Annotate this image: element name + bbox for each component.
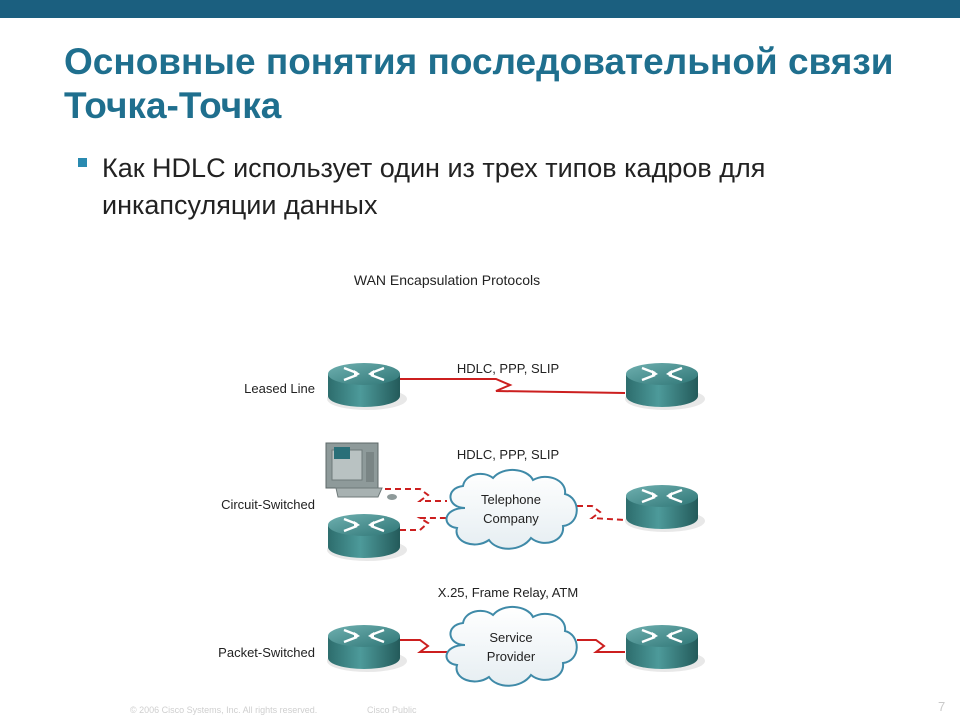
router-icon	[325, 361, 409, 412]
router-icon	[623, 483, 707, 534]
footer-copyright: © 2006 Cisco Systems, Inc. All rights re…	[130, 705, 318, 715]
protocols-packet-switched: X.25, Frame Relay, ATM	[438, 585, 578, 600]
cloud-label-telephone: Telephone	[481, 492, 541, 507]
router-icon	[325, 512, 409, 563]
protocols-circuit-switched: HDLC, PPP, SLIP	[457, 447, 559, 462]
row-label-circuit-switched: Circuit-Switched	[221, 497, 315, 512]
cloud-icon	[445, 468, 578, 550]
top-accent-bar	[0, 0, 960, 18]
cloud-label-provider: Provider	[487, 649, 536, 664]
router-icon	[623, 623, 707, 674]
page-number: 7	[938, 699, 946, 714]
cloud-label-company: Company	[483, 511, 539, 526]
circuit-switched-links	[385, 488, 625, 531]
leased-line-link	[400, 378, 626, 394]
router-icon	[623, 361, 707, 412]
slide-title: Основные понятия последовательной связи …	[64, 41, 894, 126]
bullet-marker	[78, 158, 87, 167]
bullet-text: Как HDLC использует один из трех типов к…	[102, 153, 766, 220]
row-label-packet-switched: Packet-Switched	[218, 645, 315, 660]
cloud-label-service: Service	[489, 630, 532, 645]
router-icon	[325, 623, 409, 674]
workstation-icon	[325, 442, 397, 500]
protocols-leased-line: HDLC, PPP, SLIP	[457, 361, 559, 376]
row-label-leased-line: Leased Line	[244, 381, 315, 396]
packet-switched-links	[400, 639, 625, 653]
diagram-caption: WAN Encapsulation Protocols	[354, 272, 540, 288]
footer-classification: Cisco Public	[367, 705, 417, 715]
cloud-icon	[445, 605, 578, 687]
